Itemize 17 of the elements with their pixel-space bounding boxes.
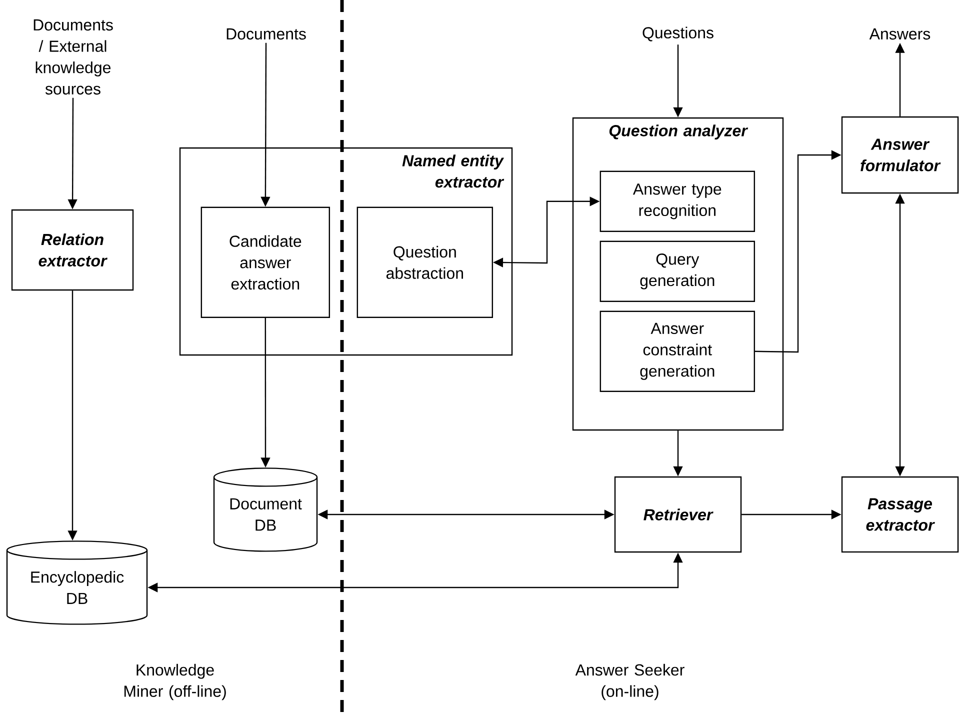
- process-box: Candidate answer extraction: [200, 206, 330, 318]
- input-label: Questions: [642, 26, 714, 42]
- module-box: Answer formulator: [841, 116, 959, 194]
- process-box: Answer type recognition: [600, 170, 755, 232]
- database-cylinder: Encyclopedic DB: [6, 540, 148, 625]
- section-label: Answer Seeker (on-line): [575, 664, 684, 700]
- input-label: Documents: [226, 28, 306, 40]
- input-label: Documents / External knowledge sources: [34, 19, 113, 95]
- module-box: Relation extractor: [11, 209, 134, 291]
- input-label: Answers: [869, 28, 930, 40]
- module-box: Passage extractor: [841, 476, 959, 553]
- database-cylinder: Document DB: [213, 468, 318, 552]
- process-box: Query generation: [600, 240, 755, 302]
- section-label: Knowledge Miner (off-line): [124, 664, 226, 700]
- module-box: Retriever: [614, 476, 742, 553]
- process-box: Answer constraint generation: [600, 310, 755, 392]
- process-box: Question abstraction: [356, 206, 494, 318]
